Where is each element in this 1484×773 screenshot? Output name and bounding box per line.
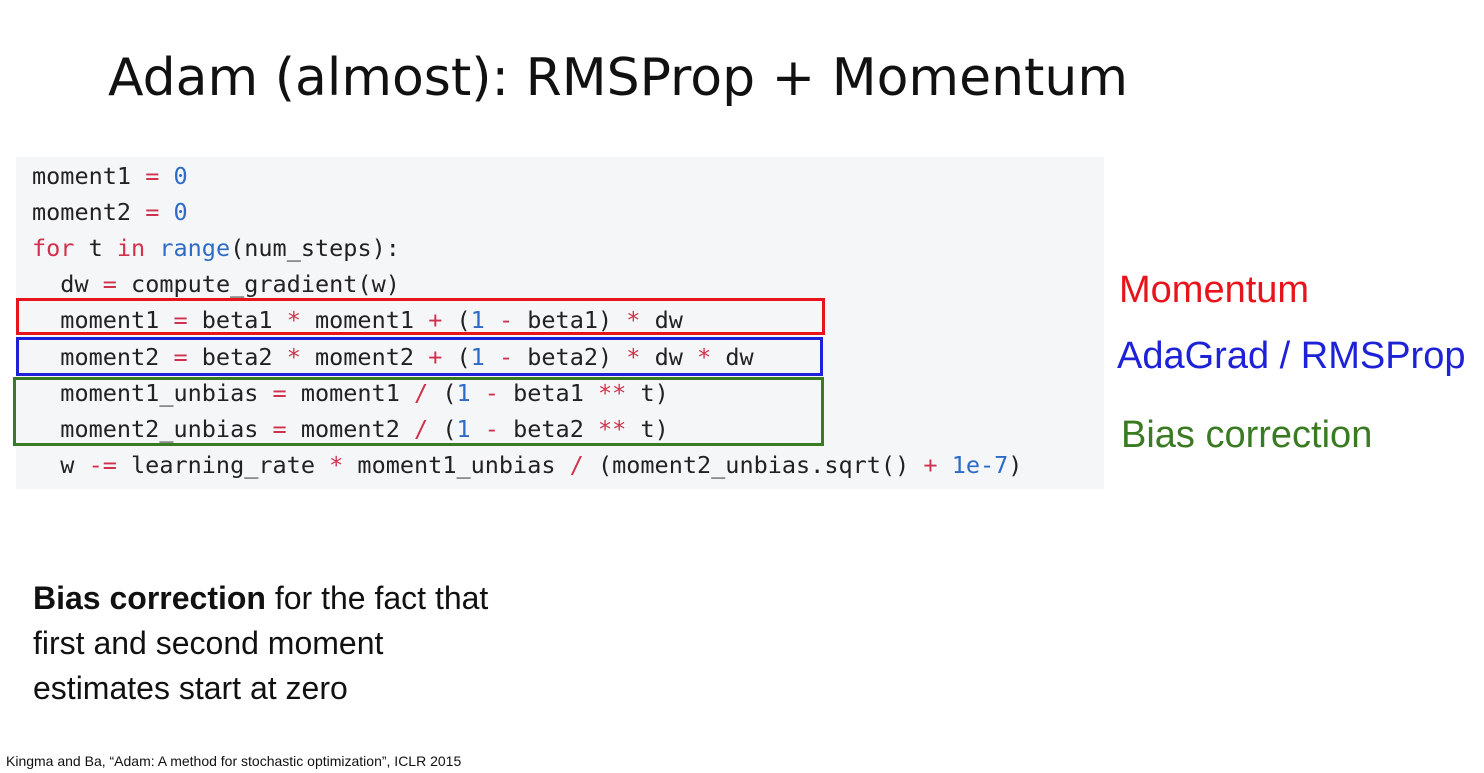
code-token — [159, 162, 173, 190]
code-line: for t in range(num_steps): — [32, 230, 400, 266]
bias-correction-highlight-box — [13, 377, 824, 446]
code-token: beta1) — [513, 306, 627, 334]
code-token-op: * — [286, 343, 301, 371]
code-token: ( — [442, 306, 471, 334]
code-token: moment1_unbias — [32, 379, 273, 407]
code-token-fn: range — [159, 234, 231, 262]
code-token: ( — [428, 379, 457, 407]
code-token: beta2 — [187, 343, 287, 371]
code-token: dw — [711, 343, 754, 371]
code-token — [938, 451, 952, 479]
code-token-op: + — [428, 306, 443, 334]
code-token-op: - — [484, 379, 499, 407]
code-token-op: * — [697, 343, 712, 371]
code-token — [159, 198, 173, 226]
code-token: ) — [1008, 451, 1023, 479]
title-rest: (almost): RMSProp + Momentum — [258, 48, 1129, 108]
code-token: moment1 — [300, 306, 429, 334]
code-token — [145, 234, 159, 262]
citation: Kingma and Ba, “Adam: A method for stoch… — [6, 753, 462, 769]
code-token-num: 0 — [173, 198, 188, 226]
code-token-op: = — [102, 270, 117, 298]
code-token: dw — [640, 343, 698, 371]
code-token-num: 1 — [470, 343, 485, 371]
code-token: moment2 — [32, 343, 174, 371]
code-token: ( — [442, 343, 471, 371]
code-token: dw — [32, 270, 103, 298]
code-token: beta1 — [498, 379, 598, 407]
code-token-op: = — [173, 306, 188, 334]
code-token-op: -= — [88, 451, 117, 479]
code-token: (num_steps): — [230, 234, 400, 262]
slide-title: Adam (almost): RMSProp + Momentum — [108, 46, 1128, 110]
code-line: moment1_unbias = moment1 / (1 - beta1 **… — [32, 375, 669, 411]
code-token-num: 1e-7 — [951, 451, 1009, 479]
code-line: moment2 = beta2 * moment2 + (1 - beta2) … — [32, 339, 754, 375]
code-token: t) — [626, 379, 669, 407]
momentum-label: Momentum — [1119, 269, 1310, 311]
note-text: for the fact that first and second momen… — [33, 580, 489, 706]
code-token-op: = — [272, 415, 287, 443]
code-token: dw — [640, 306, 683, 334]
code-token: ( — [428, 415, 457, 443]
code-line: moment1 = beta1 * moment1 + (1 - beta1) … — [32, 302, 683, 338]
code-token: w — [32, 451, 89, 479]
code-token-num: 0 — [173, 162, 188, 190]
code-token-op: * — [626, 306, 641, 334]
code-token: t — [74, 234, 117, 262]
code-token-op: - — [498, 306, 514, 334]
code-token-op: / — [414, 379, 429, 407]
code-token-op: - — [498, 343, 514, 371]
bias-correction-label: Bias correction — [1121, 414, 1373, 456]
code-token: moment2_unbias — [32, 415, 273, 443]
code-token-op: = — [173, 343, 188, 371]
code-token-op: = — [272, 379, 287, 407]
code-token: moment1 — [32, 306, 174, 334]
code-token-op: / — [569, 451, 584, 479]
code-token: moment2 — [286, 415, 415, 443]
code-token-op: + — [923, 451, 938, 479]
code-token: beta2) — [513, 343, 627, 371]
code-token: moment2 — [32, 198, 146, 226]
code-token-num: 1 — [456, 379, 471, 407]
code-token-op: = — [145, 198, 160, 226]
code-token-op: - — [484, 415, 499, 443]
code-token-op: * — [329, 451, 344, 479]
code-block — [16, 157, 1104, 489]
code-token: compute_gradient(w) — [116, 270, 400, 298]
adagrad-rmsprop-label: AdaGrad / RMSProp — [1117, 335, 1466, 377]
code-token: moment1 — [32, 162, 146, 190]
code-line: moment2_unbias = moment2 / (1 - beta2 **… — [32, 411, 669, 447]
code-token-op: = — [145, 162, 160, 190]
code-token-op: * — [286, 306, 301, 334]
title-adam: Adam — [108, 48, 259, 108]
code-line: moment2 = 0 — [32, 194, 188, 230]
code-token-kw: in — [116, 234, 146, 262]
code-token: learning_rate — [116, 451, 330, 479]
code-token-num: 1 — [456, 415, 471, 443]
bias-correction-note: Bias correction for the fact that first … — [33, 576, 503, 711]
code-line: w -= learning_rate * moment1_unbias / (m… — [32, 447, 1022, 483]
code-token-op: * — [626, 343, 641, 371]
code-token-kw: for — [32, 234, 75, 262]
adagrad-highlight-box — [16, 337, 823, 376]
code-token: beta2 — [498, 415, 598, 443]
code-token: (moment2_unbias.sqrt() — [583, 451, 924, 479]
code-token-op: ** — [598, 379, 627, 407]
code-line: dw = compute_gradient(w) — [32, 266, 400, 302]
code-token: beta1 — [187, 306, 287, 334]
code-token-op: + — [428, 343, 443, 371]
code-token: moment2 — [300, 343, 429, 371]
code-line: moment1 = 0 — [32, 158, 188, 194]
code-token-num: 1 — [470, 306, 485, 334]
code-token-op: ** — [598, 415, 627, 443]
code-token: moment1_unbias — [343, 451, 570, 479]
momentum-highlight-box — [16, 298, 825, 335]
code-token: moment1 — [286, 379, 415, 407]
note-bold: Bias correction — [33, 580, 266, 616]
code-token: t) — [626, 415, 669, 443]
code-token-op: / — [414, 415, 429, 443]
